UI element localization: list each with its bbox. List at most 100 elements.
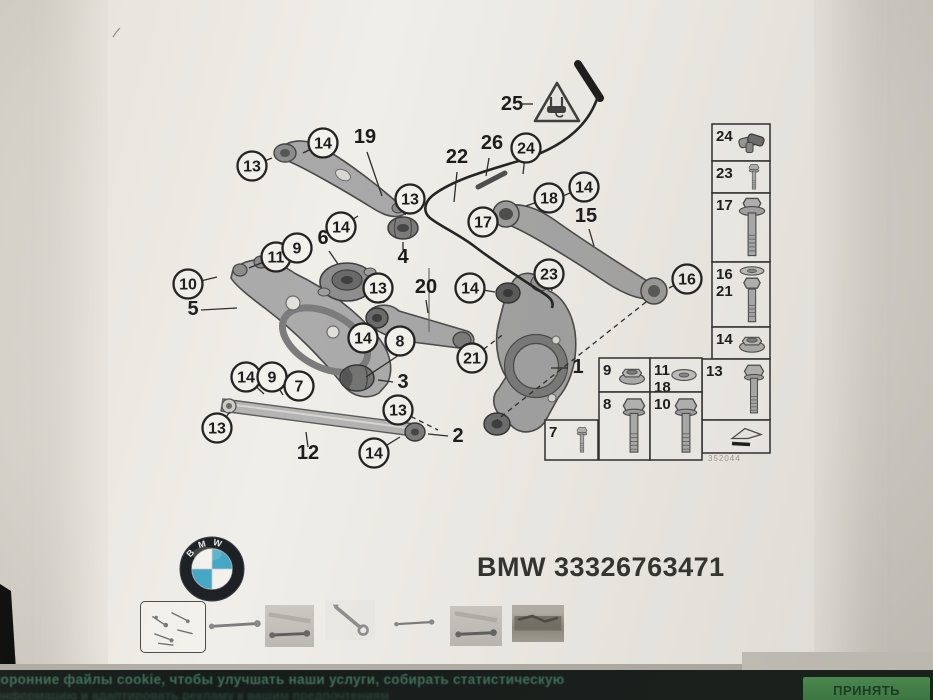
svg-text:17: 17	[716, 197, 733, 214]
callout-14: 14	[568, 171, 600, 203]
svg-text:4: 4	[397, 246, 409, 268]
svg-text:13: 13	[706, 363, 723, 380]
label-20: 20	[415, 276, 437, 298]
svg-text:6: 6	[317, 227, 328, 249]
svg-text:8: 8	[603, 396, 611, 413]
label-15: 15	[575, 205, 597, 227]
svg-text:14: 14	[314, 136, 332, 153]
svg-text:14: 14	[365, 446, 383, 463]
svg-text:8: 8	[396, 334, 405, 351]
upper-mount-part	[317, 262, 377, 302]
callout-13: 13	[236, 150, 268, 182]
part-number-title: BMW 33326763471	[477, 552, 725, 582]
mid-table-cell-7: 7	[544, 419, 599, 461]
svg-text:17: 17	[474, 215, 492, 232]
rod-part-thumbnail[interactable]	[204, 612, 266, 638]
svg-text:13: 13	[369, 281, 387, 298]
svg-text:9: 9	[293, 241, 302, 258]
mid-table-cell-9: 9	[598, 357, 651, 393]
callout-8: 8	[384, 325, 416, 357]
callout-14: 14	[230, 361, 262, 393]
bmw-logo: BMW	[179, 536, 245, 602]
callout-23: 23	[533, 258, 565, 290]
svg-text:14: 14	[461, 281, 479, 298]
svg-text:11: 11	[654, 362, 670, 379]
svg-text:13: 13	[243, 159, 261, 176]
callout-14: 14	[454, 272, 486, 304]
svg-text:23: 23	[540, 267, 558, 284]
svg-text:3: 3	[397, 371, 408, 393]
callout-13: 13	[382, 394, 414, 426]
wrench-rod-thumbnail[interactable]	[325, 600, 375, 640]
svg-text:10: 10	[179, 277, 197, 294]
upper-arm-part	[273, 140, 407, 218]
power-plug-warning-icon	[533, 81, 581, 123]
exploded-diagram-thumbnail[interactable]	[140, 601, 206, 653]
svg-text:13: 13	[208, 421, 226, 438]
pen-mark	[112, 27, 121, 38]
label-6: 6	[317, 227, 328, 249]
svg-text:10: 10	[654, 396, 671, 413]
cookie-text-line2: информацию и адаптировать рекламу к ваши…	[0, 689, 390, 700]
label-1: 1	[572, 356, 583, 378]
cookie-banner: сторонние файлы cookie, чтобы улучшать н…	[0, 670, 933, 700]
callout-13: 13	[201, 412, 233, 444]
diagram-code: 352044	[708, 454, 741, 463]
callout-21: 21	[456, 342, 488, 374]
svg-text:9: 9	[603, 362, 611, 379]
svg-text:12: 12	[297, 442, 319, 464]
svg-text:7: 7	[549, 424, 557, 441]
svg-text:16: 16	[678, 272, 696, 289]
callout-14: 14	[307, 127, 339, 159]
svg-text:16: 16	[716, 266, 733, 283]
cookie-accept-button[interactable]: принять	[803, 677, 930, 700]
bushing-4-part	[387, 216, 419, 240]
svg-text:19: 19	[354, 126, 376, 148]
svg-text:18: 18	[540, 191, 558, 208]
pin-26-part	[475, 170, 508, 190]
flange-nut-icon	[618, 368, 646, 385]
right-table-cell-wedge	[701, 419, 771, 454]
svg-text:22: 22	[446, 146, 468, 168]
rod-photo-thumbnail[interactable]	[265, 605, 314, 647]
label-22: 22	[446, 146, 468, 168]
svg-text:11: 11	[268, 250, 285, 267]
label-3: 3	[397, 371, 408, 393]
callout-18: 18	[533, 182, 565, 214]
callout-14: 14	[325, 211, 357, 243]
right-table-cell-14: 14	[711, 326, 771, 360]
tie-rod-thumbnail[interactable]	[390, 610, 438, 636]
wheel-carrier-part	[483, 272, 577, 436]
svg-text:9: 9	[268, 370, 277, 387]
right-table-cell-24: 24	[711, 123, 771, 162]
parts-photo-thumbnail[interactable]	[512, 605, 564, 642]
push-rod-part	[220, 398, 426, 442]
svg-text:14: 14	[716, 331, 733, 348]
roundel-quadrant	[192, 569, 212, 589]
callout-13: 13	[394, 183, 426, 215]
callout-9: 9	[256, 361, 288, 393]
label-5: 5	[187, 298, 198, 320]
label-19: 19	[354, 126, 376, 148]
rod-photo-2-thumbnail[interactable]	[450, 606, 502, 646]
svg-text:1: 1	[572, 356, 583, 378]
svg-text:14: 14	[332, 220, 350, 237]
callout-16: 16	[671, 263, 703, 295]
callout-7: 7	[283, 370, 315, 402]
callout-24: 24	[510, 132, 542, 164]
label-25: 25	[501, 93, 523, 115]
callout-10: 10	[172, 268, 204, 300]
label-26: 26	[481, 132, 503, 154]
cookie-text-line1: сторонние файлы cookie, чтобы улучшать н…	[0, 672, 565, 687]
flange-nut-icon	[738, 336, 766, 353]
label-2: 2	[452, 425, 463, 447]
gray-band	[742, 652, 933, 671]
svg-text:13: 13	[389, 403, 407, 420]
svg-text:24: 24	[517, 141, 535, 158]
callout-13: 13	[362, 272, 394, 304]
